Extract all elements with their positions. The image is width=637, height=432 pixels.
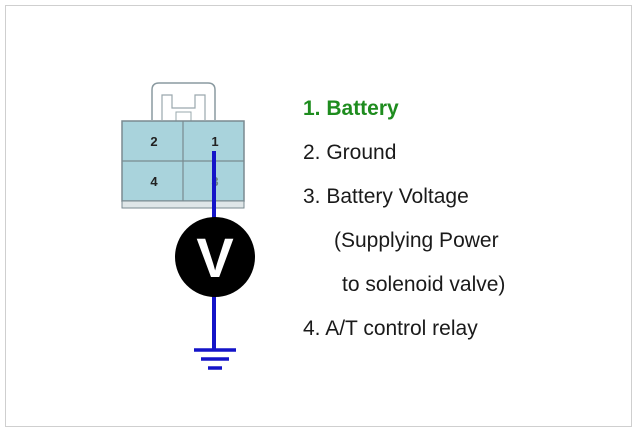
- pin-label-1: 1: [211, 134, 218, 149]
- legend-item-ground: 2. Ground: [303, 141, 397, 164]
- pin-legend: 1. Battery 2. Ground 3. Battery Voltage …: [303, 95, 505, 359]
- diagram-frame: [5, 5, 632, 427]
- voltmeter-symbol: V: [196, 226, 233, 289]
- legend-item-battery-voltage-title: 3. Battery Voltage: [303, 185, 469, 208]
- legend-item-at-control-relay: 4. A/T control relay: [303, 317, 478, 340]
- voltmeter: V: [175, 217, 255, 297]
- ground-icon: [194, 348, 236, 370]
- connector-latch: [151, 82, 216, 122]
- legend-item-battery-voltage: 3. Battery Voltage (Supplying Power to s…: [303, 183, 505, 315]
- legend-item-battery-voltage-note-2: to solenoid valve): [342, 273, 506, 296]
- pin-label-2: 2: [150, 134, 157, 149]
- connector-body: [121, 120, 245, 209]
- legend-item-battery: 1. Battery: [303, 97, 399, 120]
- legend-item-battery-voltage-note-1: (Supplying Power: [334, 229, 499, 252]
- pin-label-4: 4: [150, 174, 158, 189]
